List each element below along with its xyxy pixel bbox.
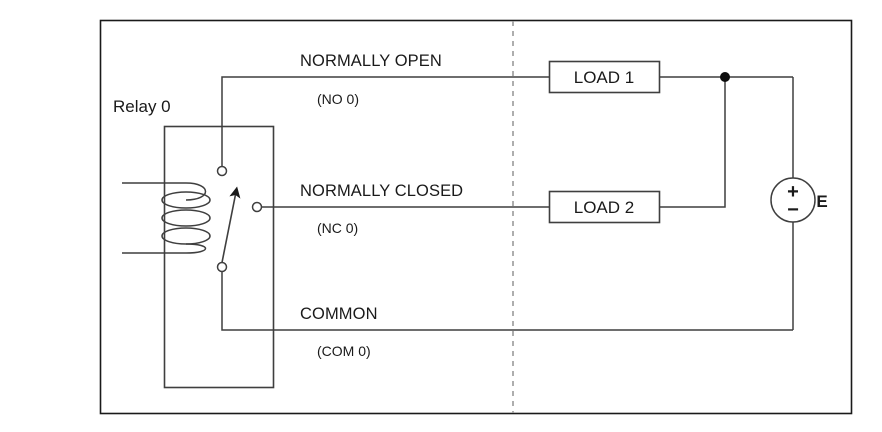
no-wire <box>221 76 549 167</box>
no-label: NORMALLY OPEN <box>300 52 442 70</box>
nc-sublabel: (NC 0) <box>317 220 358 236</box>
com-sublabel: (COM 0) <box>317 343 371 359</box>
load1-label: LOAD 1 <box>574 68 634 87</box>
diagram-frame <box>99 19 853 415</box>
load2-label: LOAD 2 <box>574 198 634 217</box>
nc-label: NORMALLY CLOSED <box>300 182 463 200</box>
nc-terminal-icon <box>251 201 263 213</box>
switch-arm <box>221 186 241 263</box>
no-sublabel: (NO 0) <box>317 91 359 107</box>
junction-dot <box>720 72 730 82</box>
com-label: COMMON <box>300 305 378 323</box>
com-pivot-icon <box>216 261 228 273</box>
no-terminal-icon <box>216 165 228 177</box>
source-plus-sign: + <box>787 181 799 203</box>
load2-right-wire <box>659 77 726 208</box>
relay-coil <box>161 182 211 254</box>
relay-title-label: Relay 0 <box>113 97 171 116</box>
voltage-source-icon <box>770 177 816 223</box>
load2-box <box>548 190 661 224</box>
source-minus-sign: − <box>787 199 799 221</box>
load1-box <box>548 60 661 94</box>
com-wire <box>221 271 793 331</box>
relay-body-box <box>163 125 275 389</box>
source-label: E <box>816 192 827 211</box>
